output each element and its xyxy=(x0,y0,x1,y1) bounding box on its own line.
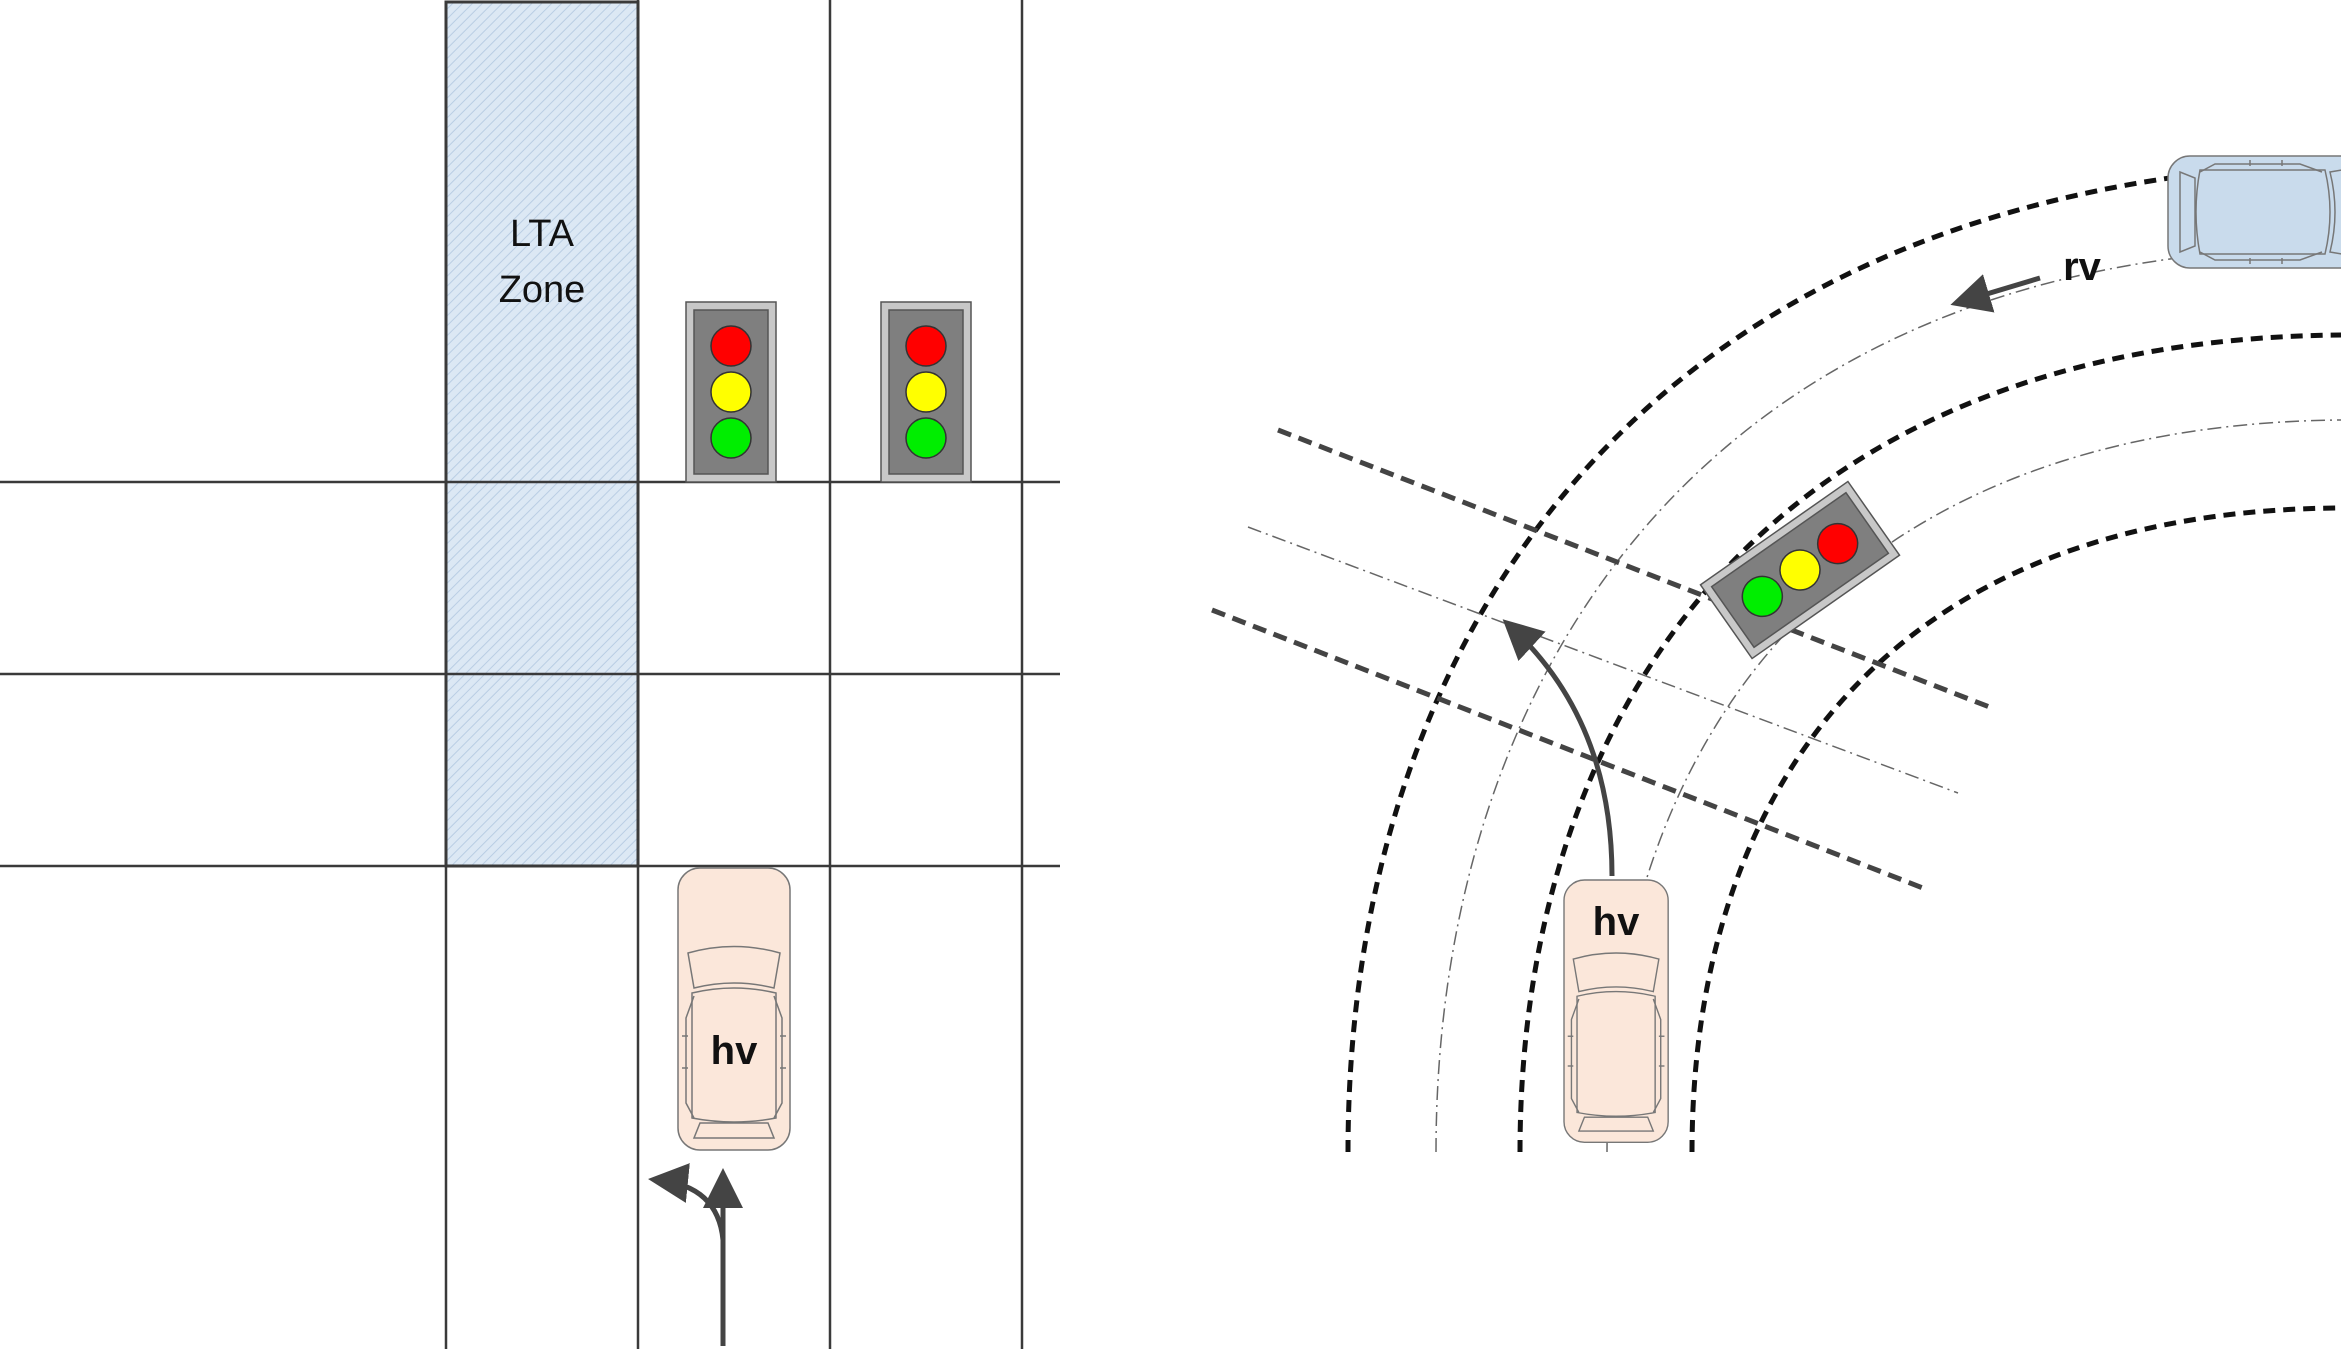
remote-vehicle-arrow xyxy=(1950,274,2041,313)
traffic-signal-left-2 xyxy=(880,301,972,483)
host-vehicle-left-label: hv xyxy=(711,1029,758,1073)
left-turn-arrow xyxy=(648,1163,726,1346)
right-curved-road-panel: rv hv xyxy=(1211,155,2341,1153)
lta-zone-label-line1: LTA xyxy=(510,213,575,255)
traffic-signal-left-1 xyxy=(685,301,777,483)
host-vehicle-right-label: hv xyxy=(1593,900,1640,944)
left-intersection-panel: LTA Zone hv xyxy=(0,0,1060,1349)
remote-vehicle-label: rv xyxy=(2063,245,2102,289)
curve-boundary-outer xyxy=(1345,160,2341,1153)
cross-road-boundary-1 xyxy=(1277,427,1993,711)
curve-boundary-inner xyxy=(1689,505,2341,1153)
host-vehicle-left xyxy=(677,867,791,1151)
curve-boundary-middle xyxy=(1517,332,2341,1153)
remote-vehicle xyxy=(2167,155,2341,269)
lane-centerline-inner xyxy=(1606,419,2341,1153)
lta-zone-label-line2: Zone xyxy=(499,269,586,311)
cross-road-centerline xyxy=(1247,526,1959,794)
lta-zone xyxy=(444,0,640,868)
lane-centerline-outer xyxy=(1435,247,2311,1153)
host-vehicle-turn-arrow xyxy=(1502,619,1615,877)
cross-road-boundary-2 xyxy=(1211,607,1929,893)
